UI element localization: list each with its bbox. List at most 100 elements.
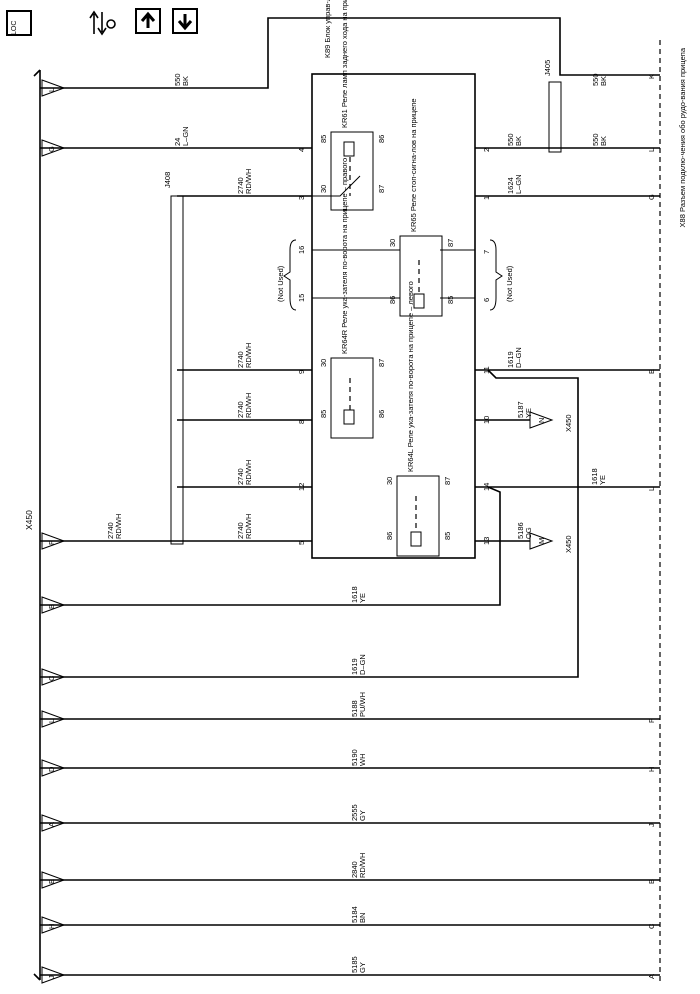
j405-bar <box>548 81 562 153</box>
relay-pin: 85 <box>443 532 452 540</box>
wire-color: GY <box>358 962 367 973</box>
wire-label: 550 <box>591 73 600 86</box>
wire-label: 5184 <box>350 906 359 923</box>
relay-kr61: KR61 Реле ламп заднего хода на прицепе <box>312 0 374 211</box>
wire-label: 5187 <box>516 401 525 418</box>
wire-color: L–GN <box>514 174 523 194</box>
wire-color: BK <box>181 76 190 86</box>
not-used-right: (Not Used) <box>505 265 514 302</box>
wire-label: 550 <box>591 133 600 146</box>
arrow-down-button[interactable] <box>172 8 198 34</box>
wire-color: RD/WH <box>244 169 253 194</box>
wire-color: BK <box>514 136 523 146</box>
wire-color: OG <box>524 527 533 539</box>
module-pin: 15 <box>297 294 306 302</box>
wire-label: 1618 <box>590 468 599 485</box>
arrow-up-button[interactable] <box>135 8 161 34</box>
location-button[interactable]: LOC <box>6 10 32 36</box>
module-pin: 2 <box>482 148 491 152</box>
wire-color: WH <box>358 754 367 767</box>
wire-color: YE <box>598 475 607 485</box>
relay-kr65: KR65 Реле стоп-сигна-лов на прицепе <box>399 98 443 317</box>
svg-text:KR61 Реле ламп заднего хода на: KR61 Реле ламп заднего хода на прицепе <box>340 0 349 128</box>
module-wires <box>40 147 660 976</box>
swap-icon[interactable] <box>88 8 118 36</box>
left-pin: J <box>47 975 56 979</box>
left-connector-pins <box>41 79 66 984</box>
relay-pin: 86 <box>385 532 394 540</box>
relay-pin: 87 <box>377 359 386 367</box>
right-pin: L <box>647 487 656 491</box>
relay-pin: 85 <box>446 296 455 304</box>
wire-color: RD/WH <box>114 514 123 539</box>
wire-label: 2740 <box>106 522 115 539</box>
wire-color: RD/WH <box>244 514 253 539</box>
wire-color: RD/WH <box>244 393 253 418</box>
relay-kr64l: KR64L Реле ука-зателя по-ворота на прице… <box>396 281 440 557</box>
pin-n: N <box>537 418 546 423</box>
not-used-left: (Not Used) <box>276 265 285 302</box>
wire-color: D–GN <box>358 654 367 675</box>
wire-label: 1619 <box>506 351 515 368</box>
relay-pin: 30 <box>319 185 328 193</box>
wire-label: 550 <box>173 73 182 86</box>
right-pin: A <box>647 974 656 979</box>
wire-color: BK <box>599 76 608 86</box>
relay-pin: 85 <box>319 135 328 143</box>
module-pin: 6 <box>482 298 491 302</box>
not-used-brace-right <box>489 239 503 311</box>
wire-label: 1619 <box>350 658 359 675</box>
wire-label: 1624 <box>506 177 515 194</box>
wire-label: 5185 <box>350 956 359 973</box>
wire-label: 2740 <box>236 177 245 194</box>
x450-label: X450 <box>24 510 34 530</box>
x450-n-pin <box>529 411 554 429</box>
wire-label: 2740 <box>236 351 245 368</box>
module-pin: 11 <box>482 366 491 374</box>
module-pin: 12 <box>297 483 306 491</box>
relay-pin: 86 <box>377 410 386 418</box>
wire-label: 2740 <box>236 522 245 539</box>
k89-label: K89 Блок управ-ления им-мобилайзе-ром <box>323 0 332 58</box>
arrow-down-icon <box>177 14 193 31</box>
module-pin: 10 <box>482 416 491 424</box>
module-pin: 1 <box>482 196 491 200</box>
relay-kr64r: KR64R Реле ука-зателя по-ворота на прице… <box>330 158 374 439</box>
left-pin: C <box>47 675 56 681</box>
wire-color: D–GN <box>514 347 523 368</box>
relay-pin: 30 <box>388 239 397 247</box>
wire-color: GY <box>358 810 367 821</box>
module-pin: 13 <box>482 537 491 545</box>
right-pin: C <box>647 923 656 929</box>
wire-label: 2555 <box>350 804 359 821</box>
module-pin: 4 <box>297 148 306 152</box>
module-pin: 16 <box>297 246 306 254</box>
module-pin: 5 <box>297 541 306 545</box>
relay-pin: 85 <box>319 410 328 418</box>
left-pin: H <box>47 924 56 929</box>
left-pin: A <box>47 822 56 827</box>
relay-pin: 87 <box>446 239 455 247</box>
left-pin: L <box>47 88 56 92</box>
right-pin: B <box>647 879 656 884</box>
module-pin: 3 <box>297 196 306 200</box>
relay-pin: 30 <box>319 359 328 367</box>
relay-pin: 87 <box>377 185 386 193</box>
wire-label: 5190 <box>350 749 359 766</box>
module-pin: 7 <box>482 250 491 254</box>
module-pin: 14 <box>482 483 491 491</box>
wire-label: 1618 <box>350 586 359 603</box>
left-pin: D <box>47 766 56 772</box>
left-pin: G <box>47 146 56 152</box>
wire-550-k <box>40 17 660 89</box>
wire-label: 2740 <box>236 468 245 485</box>
j405-label: J405 <box>543 60 552 76</box>
wire-label: 550 <box>506 133 515 146</box>
wire-label: 5188 <box>350 700 359 717</box>
wire-label: 24 <box>173 138 182 146</box>
left-harness-bracket <box>33 69 41 981</box>
wire-color: YE <box>524 408 533 418</box>
